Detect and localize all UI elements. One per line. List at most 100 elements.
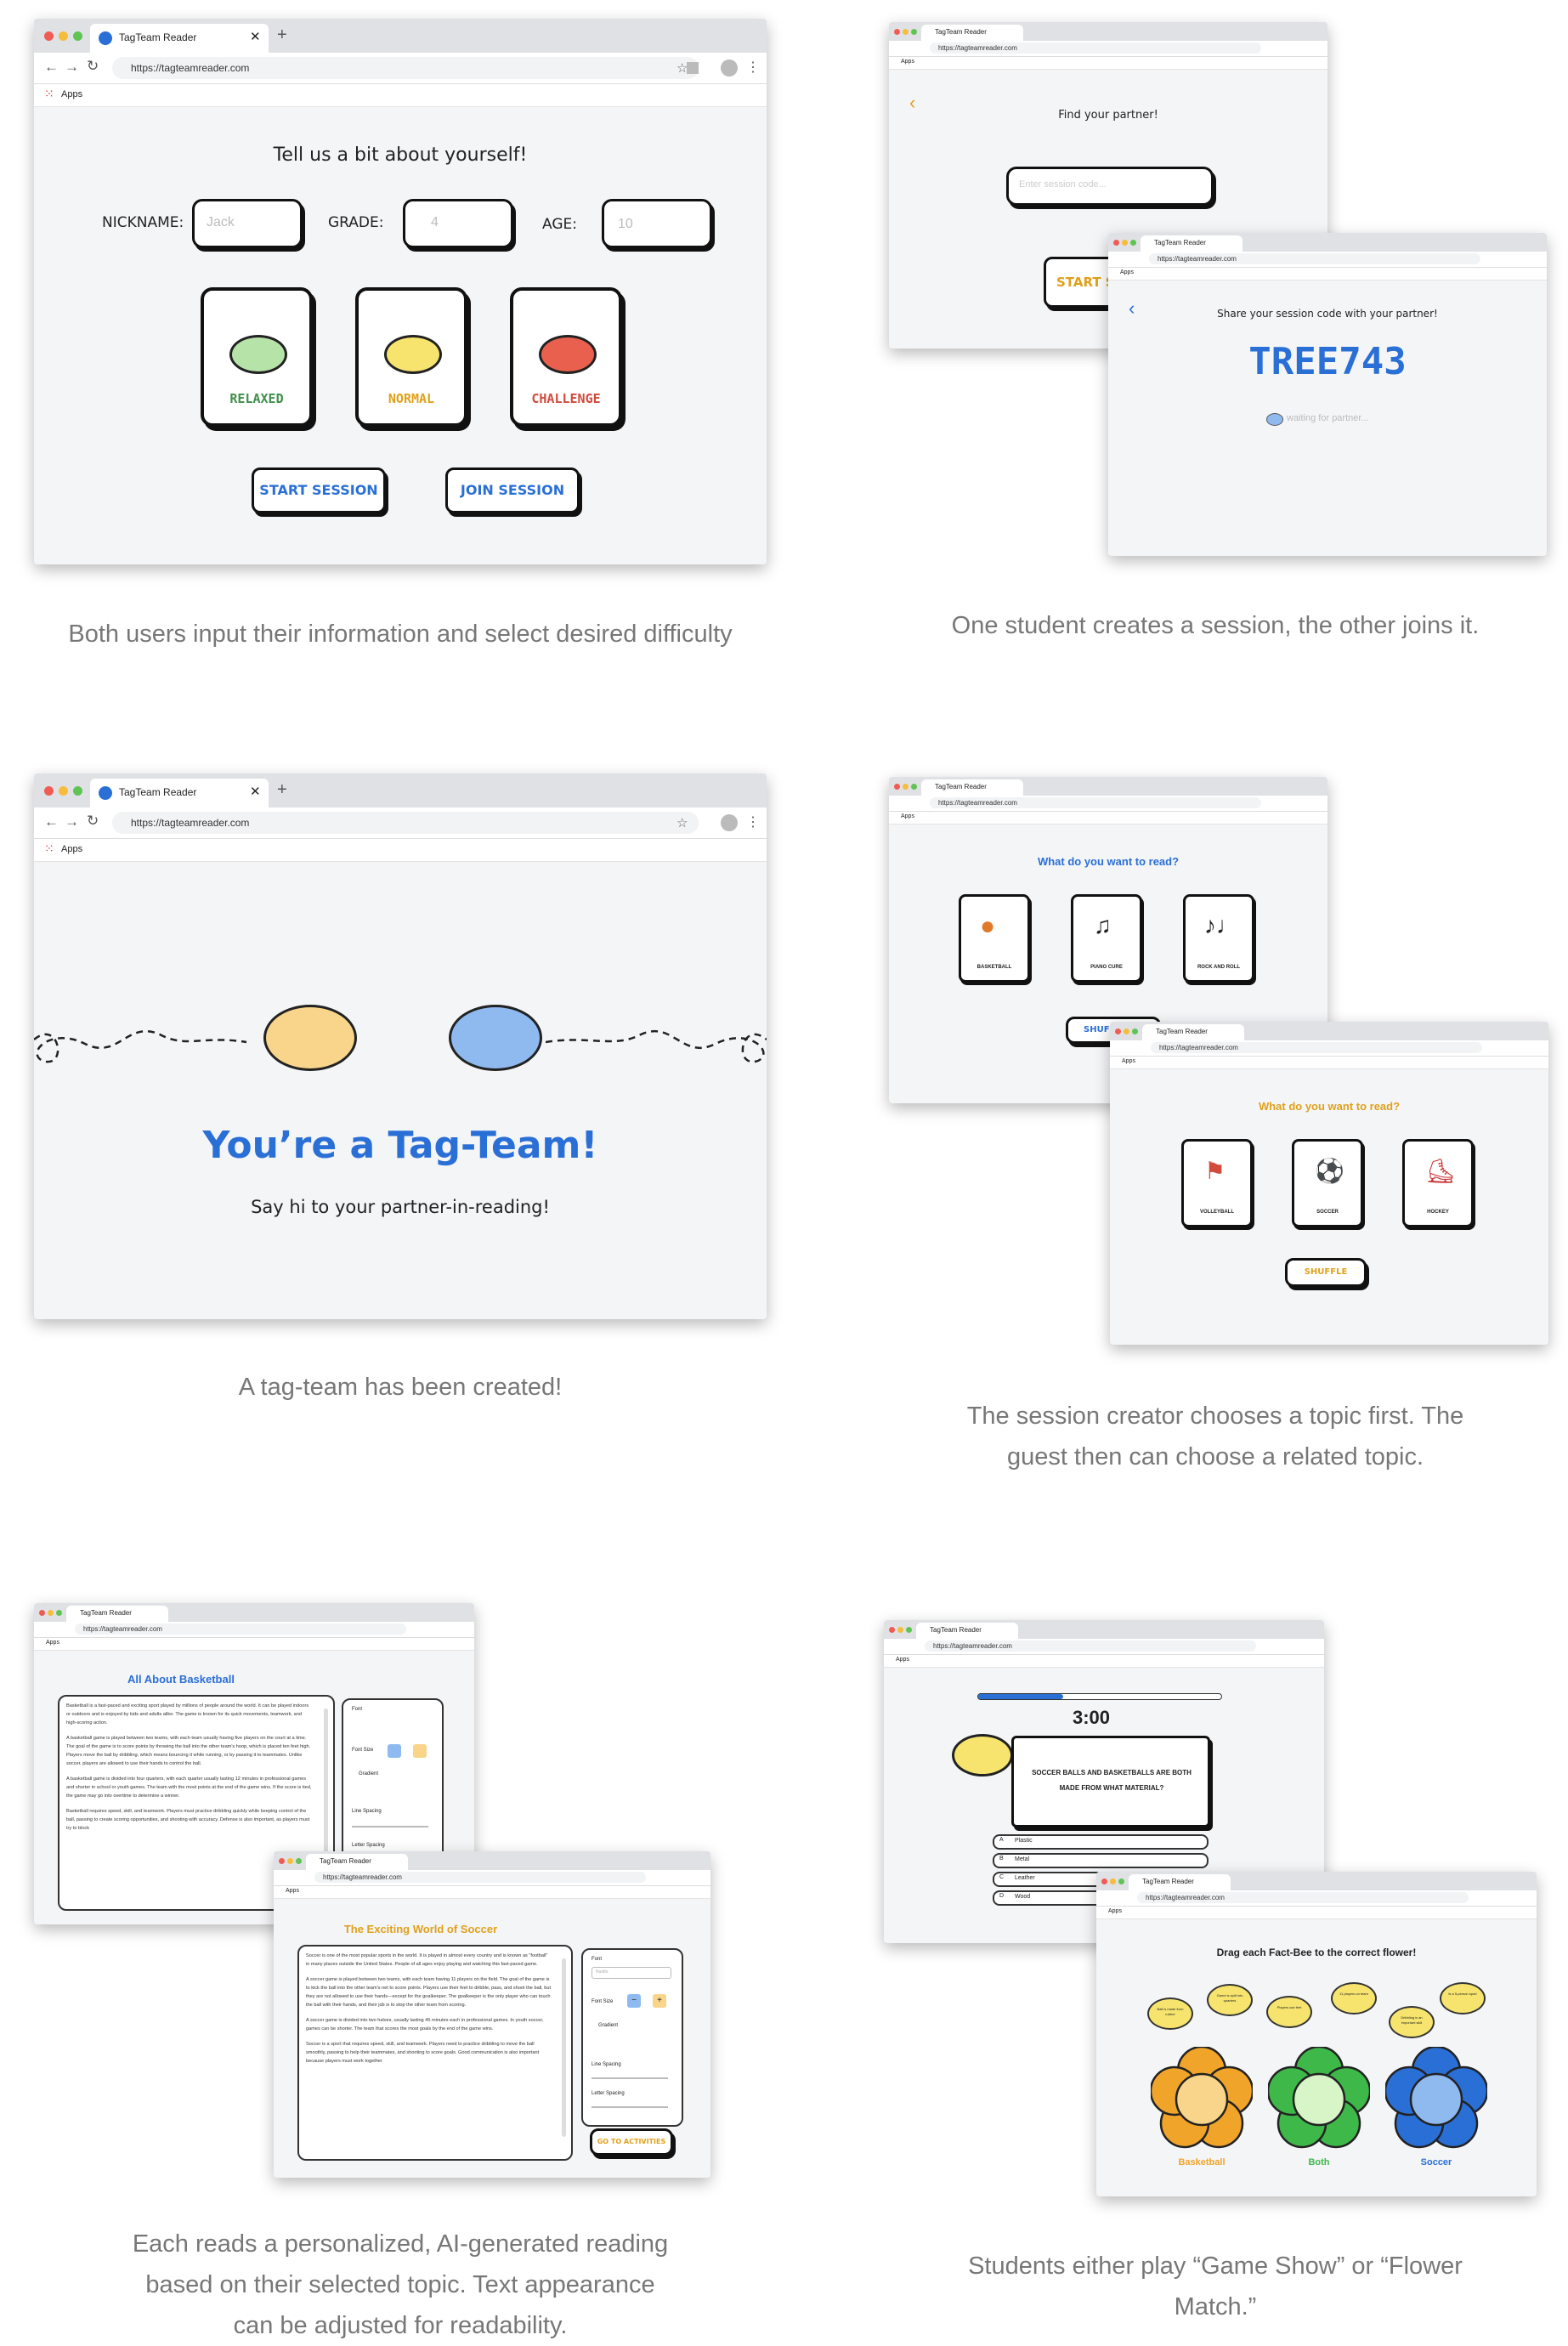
url-field[interactable]: https://tagteamreader.com (930, 797, 1261, 808)
fact-bee[interactable]: Is a 5-person sport (1440, 1982, 1486, 2014)
minimize-dot[interactable] (1122, 240, 1128, 246)
zoom-dot[interactable] (296, 1858, 302, 1864)
close-dot[interactable] (894, 29, 900, 35)
back-icon[interactable]: ← (44, 59, 59, 75)
close-dot[interactable] (889, 1627, 895, 1633)
zoom-dot[interactable] (73, 786, 82, 796)
close-dot[interactable] (1113, 240, 1119, 246)
close-dot[interactable] (39, 1610, 45, 1616)
close-dot[interactable] (279, 1858, 285, 1864)
flower-both[interactable] (1268, 2047, 1370, 2149)
font-select[interactable]: Nunito (592, 1967, 671, 1979)
fact-bee[interactable]: 11 players on team (1331, 1982, 1377, 2014)
minimize-dot[interactable] (903, 784, 909, 790)
go-to-activities-button[interactable]: GO TO ACTIVITIES (590, 2128, 673, 2156)
zoom-dot[interactable] (911, 784, 917, 790)
zoom-dot[interactable] (73, 31, 82, 41)
line-spacing-slider[interactable] (352, 1826, 428, 1828)
url-field[interactable]: https://tagteamreader.com ☆ (112, 57, 699, 79)
close-tab-icon[interactable]: ✕ (250, 30, 261, 44)
url-field[interactable]: https://tagteamreader.com (1137, 1892, 1469, 1903)
close-dot[interactable] (894, 784, 900, 790)
bookmark-star-icon[interactable]: ☆ (676, 816, 688, 830)
shuffle-button[interactable]: SHUFFLE (1285, 1258, 1367, 1287)
close-tab-icon[interactable]: ✕ (250, 785, 261, 799)
minimize-dot[interactable] (59, 786, 68, 796)
start-session-button[interactable]: START SESSION (252, 468, 386, 513)
grade-input[interactable]: 4 (403, 199, 513, 248)
difficulty-card-challenge[interactable]: CHALLENGE (510, 287, 622, 427)
back-icon[interactable]: ← (44, 813, 59, 830)
zoom-dot[interactable] (56, 1610, 62, 1616)
minimize-dot[interactable] (903, 29, 909, 35)
url-field[interactable]: https://tagteamreader.com (75, 1624, 406, 1635)
minimize-dot[interactable] (48, 1610, 54, 1616)
fact-bee[interactable]: Players use feet (1266, 1996, 1312, 2028)
zoom-dot[interactable] (1132, 1028, 1138, 1034)
zoom-dot[interactable] (1130, 240, 1136, 246)
close-dot[interactable] (1115, 1028, 1121, 1034)
fact-bee[interactable]: Ball is made from rubber (1147, 1998, 1193, 2030)
browser-tab[interactable]: TagTeam Reader (1129, 1874, 1231, 1890)
zoom-dot[interactable] (1118, 1878, 1124, 1884)
back-chevron-icon[interactable]: ‹ (1129, 298, 1135, 319)
join-session-button[interactable]: JOIN SESSION (445, 468, 580, 513)
apps-grid-icon[interactable]: ⁙ (44, 842, 54, 855)
close-dot[interactable] (44, 31, 54, 41)
font-decrease-button[interactable]: − (627, 1994, 641, 2008)
forward-icon[interactable]: → (65, 59, 79, 75)
fact-bee[interactable]: Game is split into quarters (1207, 1984, 1253, 2016)
close-dot[interactable] (44, 786, 54, 796)
minimize-dot[interactable] (287, 1858, 293, 1864)
zoom-dot[interactable] (911, 29, 917, 35)
url-field[interactable]: https://tagteamreader.com (1149, 253, 1480, 264)
scrollbar[interactable] (562, 1958, 566, 2137)
line-spacing-slider[interactable] (592, 2077, 668, 2079)
reload-icon[interactable]: ↻ (87, 813, 99, 829)
difficulty-card-relaxed[interactable]: RELAXED (201, 287, 313, 427)
topic-card-piano[interactable]: ♫ PIANO CURE (1071, 894, 1142, 983)
browser-tab[interactable]: TagTeam Reader (306, 1854, 408, 1870)
flower-basketball[interactable] (1151, 2047, 1253, 2149)
extension-icon[interactable] (687, 62, 699, 74)
minimize-dot[interactable] (1124, 1028, 1129, 1034)
topic-card-hockey[interactable]: ⛸ HOCKEY (1402, 1139, 1474, 1227)
topic-card-rock[interactable]: ♪♩ ROCK AND ROLL (1183, 894, 1254, 983)
minimize-dot[interactable] (59, 31, 68, 41)
topic-card-volleyball[interactable]: ⚑ VOLLEYBALL (1181, 1139, 1253, 1227)
profile-avatar[interactable] (721, 60, 738, 76)
close-dot[interactable] (1101, 1878, 1107, 1884)
nickname-input[interactable]: Jack (192, 199, 303, 248)
font-increase-button[interactable] (413, 1744, 427, 1758)
topic-card-soccer[interactable]: ⚽ SOCCER (1292, 1139, 1363, 1227)
url-field[interactable]: https://tagteamreader.com (1151, 1042, 1482, 1053)
age-input[interactable]: 10 (602, 199, 712, 248)
letter-spacing-slider[interactable] (592, 2106, 668, 2108)
browser-tab[interactable]: TagTeam Reader (921, 25, 1023, 41)
apps-grid-icon[interactable]: ⁙ (44, 87, 54, 100)
minimize-dot[interactable] (897, 1627, 903, 1633)
browser-tab[interactable]: TagTeam Reader ✕ (90, 24, 269, 53)
font-decrease-button[interactable] (388, 1744, 401, 1758)
reading-passage[interactable]: Soccer is one of the most popular sports… (297, 1945, 573, 2161)
zoom-dot[interactable] (906, 1627, 912, 1633)
reload-icon[interactable]: ↻ (87, 58, 99, 74)
minimize-dot[interactable] (1110, 1878, 1116, 1884)
browser-tab[interactable]: TagTeam Reader (921, 779, 1023, 796)
browser-tab[interactable]: TagTeam Reader (66, 1606, 168, 1622)
menu-kebab-icon[interactable]: ⋮ (746, 815, 760, 830)
bookmark-star-icon[interactable]: ☆ (676, 61, 688, 76)
forward-icon[interactable]: → (65, 813, 79, 830)
fact-bee[interactable]: Dribbling is an important skill (1389, 2006, 1435, 2038)
url-field[interactable]: https://tagteamreader.com (925, 1640, 1256, 1652)
flower-soccer[interactable] (1385, 2047, 1487, 2149)
browser-tab[interactable]: TagTeam Reader (1142, 1024, 1244, 1040)
profile-avatar[interactable] (721, 814, 738, 831)
new-tab-icon[interactable]: + (277, 26, 287, 44)
session-code-input[interactable]: Enter session code... (1006, 167, 1214, 206)
url-field[interactable]: https://tagteamreader.com (930, 42, 1261, 54)
url-field[interactable]: https://tagteamreader.com ☆ (112, 812, 699, 834)
url-field[interactable]: https://tagteamreader.com (314, 1872, 646, 1883)
browser-tab[interactable]: TagTeam Reader (1141, 235, 1243, 252)
